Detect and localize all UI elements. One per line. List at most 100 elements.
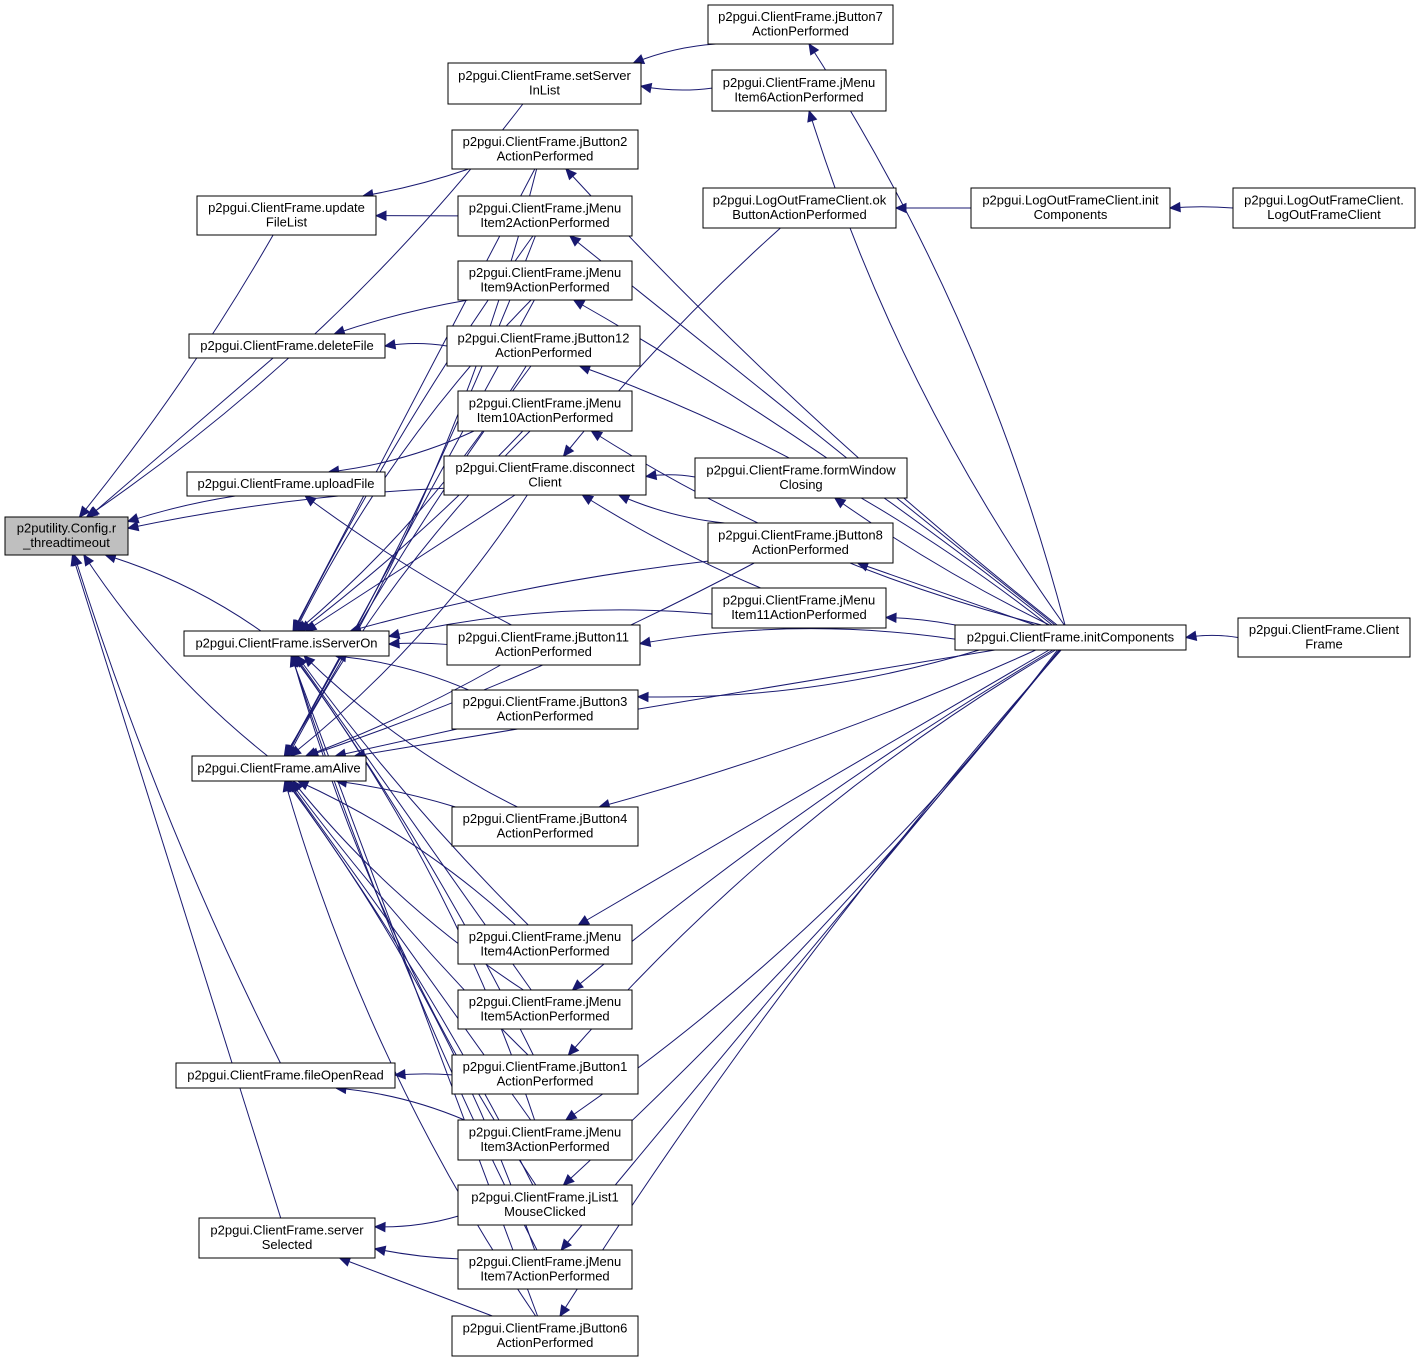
arrowhead-icon	[373, 1221, 386, 1233]
node-label: p2pgui.ClientFrame.jButton6	[463, 1321, 628, 1336]
node-label: Closing	[779, 477, 822, 492]
node-label: p2pgui.ClientFrame.isServerOn	[195, 635, 377, 650]
node-client-frame-ctor[interactable]: p2pgui.ClientFrame.ClientFrame	[1237, 617, 1411, 658]
node-box	[447, 62, 642, 105]
node-j-button3[interactable]: p2pgui.ClientFrame.jButton3ActionPerform…	[451, 689, 639, 730]
node-j-menu-item10[interactable]: p2pgui.ClientFrame.jMenuItem10ActionPerf…	[457, 390, 633, 432]
edge-j-menu-item11-to-is-server-on	[387, 609, 713, 640]
node-box	[711, 69, 887, 112]
edge-init-components-to-j-button2	[565, 168, 1058, 626]
node-j-button2[interactable]: p2pgui.ClientFrame.jButton2ActionPerform…	[451, 129, 639, 170]
arrowhead-icon	[565, 168, 577, 181]
node-j-button8[interactable]: p2pgui.ClientFrame.jButton8ActionPerform…	[707, 522, 894, 564]
edge-line	[88, 357, 274, 518]
edge-line	[292, 655, 536, 1121]
node-am-alive[interactable]: p2pgui.ClientFrame.amAlive	[191, 755, 367, 782]
node-box	[188, 333, 386, 359]
node-file-open-read[interactable]: p2pgui.ClientFrame.fileOpenRead	[175, 1062, 396, 1089]
node-delete-file[interactable]: p2pgui.ClientFrame.deleteFile	[188, 333, 386, 359]
arrowhead-icon	[567, 1043, 580, 1056]
node-label: p2pgui.ClientFrame.jMenu	[469, 994, 621, 1009]
node-j-menu-item6[interactable]: p2pgui.ClientFrame.jMenuItem6ActionPerfo…	[711, 69, 887, 112]
node-label: p2pgui.ClientFrame.jMenu	[469, 265, 621, 280]
node-label: p2pgui.ClientFrame.jButton11	[458, 630, 629, 645]
node-config[interactable]: p2putility.Config.r_threadtimeout	[4, 516, 129, 556]
edge-line	[71, 554, 282, 1219]
edge-line	[127, 495, 236, 522]
node-j-menu-item5[interactable]: p2pgui.ClientFrame.jMenuItem5ActionPerfo…	[457, 989, 633, 1030]
edge-j-button8-to-is-server-on	[349, 560, 709, 634]
node-box	[4, 516, 129, 556]
node-j-button11[interactable]: p2pgui.ClientFrame.jButton11ActionPerfor…	[446, 624, 641, 666]
node-box	[446, 624, 641, 666]
node-label: ActionPerformed	[752, 542, 849, 557]
node-j-menu-item9[interactable]: p2pgui.ClientFrame.jMenuItem9ActionPerfo…	[457, 260, 633, 301]
node-label: Item10ActionPerformed	[477, 410, 614, 425]
arrowhead-icon	[590, 430, 604, 442]
edge-j-button1-to-file-open-read	[393, 1068, 453, 1080]
edge-line	[640, 85, 713, 91]
edge-j-button2-to-update-file-list	[361, 168, 469, 200]
node-is-server-on[interactable]: p2pgui.ClientFrame.isServerOn	[183, 630, 390, 657]
edge-j-button12-to-delete-file	[383, 339, 448, 350]
node-j-menu-item4[interactable]: p2pgui.ClientFrame.jMenuItem4ActionPerfo…	[457, 924, 633, 965]
node-box	[694, 457, 908, 499]
arrowhead-icon	[338, 1256, 352, 1267]
arrowhead-icon	[559, 1304, 571, 1318]
edge-init-components-to-j-menu-item7	[560, 649, 1061, 1251]
node-label: p2pgui.ClientFrame.jMenu	[469, 929, 621, 944]
node-logout-init[interactable]: p2pgui.LogOutFrameClient.initComponents	[970, 187, 1171, 229]
edge-init-components-to-j-list1	[562, 649, 1060, 1186]
arrowhead-icon	[304, 495, 317, 507]
node-label: p2pgui.ClientFrame.formWindow	[706, 463, 896, 478]
arrowhead-icon	[387, 638, 400, 649]
node-box	[443, 455, 647, 496]
arrowhead-icon	[383, 339, 397, 350]
node-box	[711, 587, 887, 629]
node-init-components[interactable]: p2pgui.ClientFrame.initComponents	[954, 624, 1187, 651]
edge-line	[559, 649, 1062, 1317]
node-logout-ctor[interactable]: p2pgui.LogOutFrameClient.LogOutFrameClie…	[1232, 187, 1416, 229]
edge-line	[578, 649, 1050, 926]
edge-init-components-to-j-menu-item2	[568, 235, 1056, 626]
node-j-button1[interactable]: p2pgui.ClientFrame.jButton1ActionPerform…	[451, 1054, 639, 1095]
edge-line	[834, 497, 1050, 626]
arrowhead-icon	[833, 497, 847, 509]
node-box	[702, 187, 897, 229]
edge-server-selected-to-config	[70, 553, 282, 1219]
edge-line	[290, 494, 528, 757]
edge-j-button11-to-is-server-on	[387, 638, 448, 649]
node-label: p2pgui.ClientFrame.jButton3	[463, 694, 628, 709]
node-j-button7[interactable]: p2pgui.ClientFrame.jButton7ActionPerform…	[707, 4, 894, 45]
node-label: Client	[528, 475, 562, 490]
node-upload-file[interactable]: p2pgui.ClientFrame.uploadFile	[186, 471, 386, 497]
edge-line	[83, 554, 268, 757]
edge-j-button11-to-upload-file	[304, 495, 512, 626]
node-j-menu-item2[interactable]: p2pgui.ClientFrame.jMenuItem2ActionPerfo…	[457, 195, 633, 237]
node-j-menu-item7[interactable]: p2pgui.ClientFrame.jMenuItem7ActionPerfo…	[457, 1249, 633, 1290]
edge-upload-file-to-config	[126, 495, 236, 524]
node-box	[1232, 187, 1416, 229]
node-j-button4[interactable]: p2pgui.ClientFrame.jButton4ActionPerform…	[451, 806, 639, 847]
node-box	[970, 187, 1171, 229]
arrowhead-icon	[373, 1245, 387, 1257]
node-label: Item9ActionPerformed	[480, 280, 609, 295]
arrowhead-icon	[289, 654, 300, 668]
node-ok-button[interactable]: p2pgui.LogOutFrameClient.okButtonActionP…	[702, 187, 897, 229]
node-j-menu-item11[interactable]: p2pgui.ClientFrame.jMenuItem11ActionPerf…	[711, 587, 887, 629]
edge-init-components-to-j-menu-item11	[884, 612, 956, 626]
arrowhead-icon	[289, 745, 302, 757]
node-j-button6[interactable]: p2pgui.ClientFrame.jButton6ActionPerform…	[451, 1315, 639, 1357]
node-j-button12[interactable]: p2pgui.ClientFrame.jButton12ActionPerfor…	[446, 325, 641, 367]
node-label: Item11ActionPerformed	[731, 607, 867, 622]
arrowhead-icon	[1168, 201, 1181, 213]
node-j-menu-item3[interactable]: p2pgui.ClientFrame.jMenuItem3ActionPerfo…	[457, 1119, 633, 1161]
edge-line	[105, 554, 262, 632]
edge-init-components-to-j-menu-item4	[577, 649, 1050, 926]
